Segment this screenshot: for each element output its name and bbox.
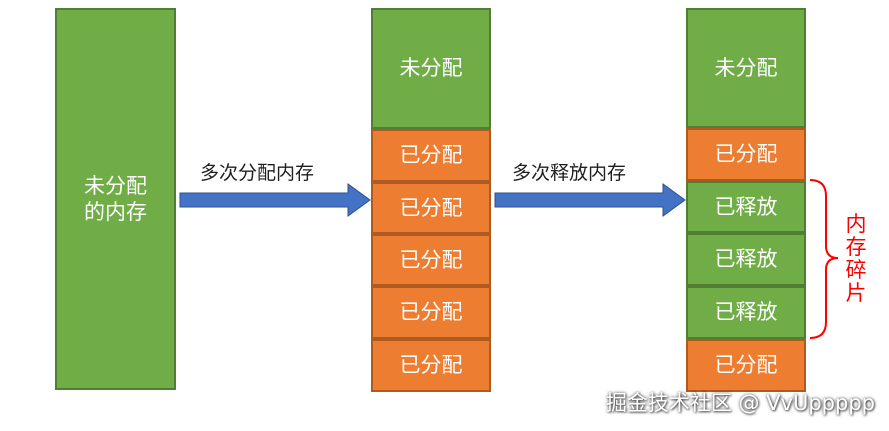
col2-block-allocated: 已分配 <box>371 129 491 182</box>
arrow-allocate-shape <box>179 183 371 217</box>
arrow-allocate-label: 多次分配内存 <box>200 162 315 184</box>
col2-block-allocated: 已分配 <box>371 234 491 286</box>
arrow-free-label: 多次释放内存 <box>512 162 627 184</box>
fragment-bracket-shape <box>809 179 839 339</box>
col3-block-freed: 已释放 <box>686 233 806 286</box>
col2-block-allocated: 已分配 <box>371 182 491 234</box>
arrow-free-shape <box>494 183 686 217</box>
watermark: 掘金技术社区 @ VvUppppp <box>605 391 875 415</box>
col3-block-allocated: 已分配 <box>686 339 806 392</box>
col3-block-freed: 已释放 <box>686 286 806 339</box>
col2-block-unallocated: 未分配 <box>371 8 491 129</box>
col3-block-allocated: 已分配 <box>686 128 806 181</box>
col2-block-allocated: 已分配 <box>371 286 491 339</box>
col3-block-freed: 已释放 <box>686 181 806 233</box>
col3-block-unallocated: 未分配 <box>686 8 806 128</box>
col2-block-allocated: 已分配 <box>371 339 491 392</box>
unallocated-memory-block: 未分配 的内存 <box>55 8 176 390</box>
fragment-label: 内存碎片 <box>845 212 867 305</box>
